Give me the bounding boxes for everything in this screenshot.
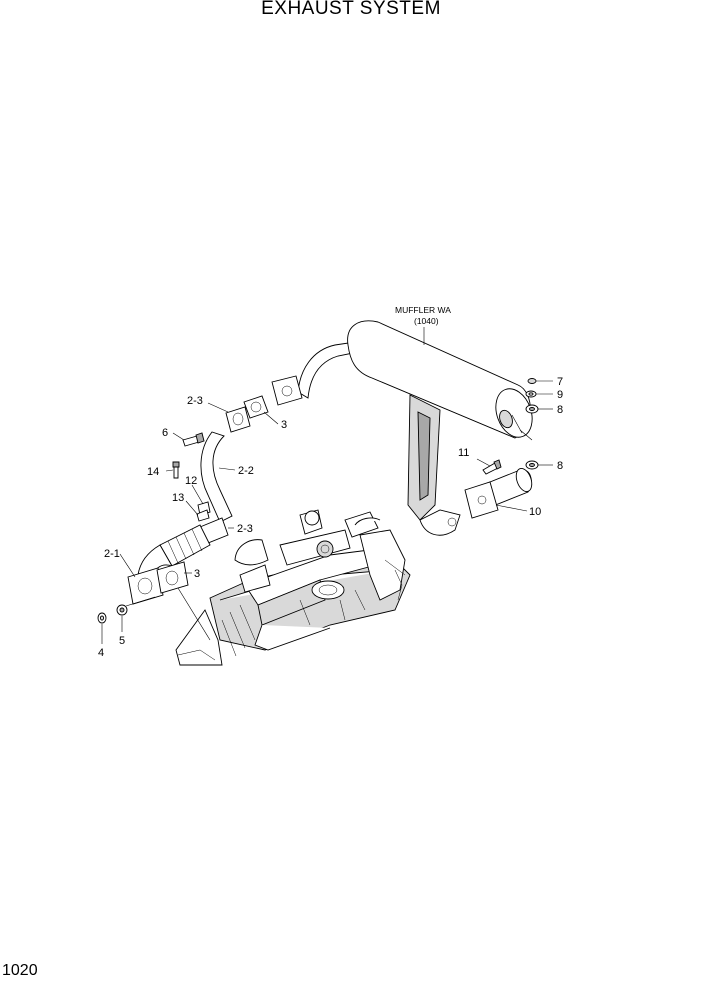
callout-2-2: 2-2 [238,465,254,477]
page-number: 1020 [2,962,38,979]
callout-2-3-lower: 2-3 [237,523,253,535]
leader-lines [101,327,553,644]
muffler-assembly [271,320,533,536]
callout-3-upper: 3 [281,419,287,431]
callout-4: 4 [98,647,104,659]
callout-2-1: 2-1 [104,548,120,560]
muffler-caption-name: MUFFLER WA [395,305,451,315]
hardware-left [97,432,211,624]
hardware-right [482,378,539,475]
callout-13: 13 [172,492,184,504]
muffler-caption-number: (1040) [414,316,439,326]
callout-14: 14 [147,466,159,478]
callout-11: 11 [458,447,469,459]
page-title: EXHAUST SYSTEM [261,0,441,19]
callout-7: 7 [557,376,563,388]
callout-9: 9 [557,389,563,401]
callout-3-lower: 3 [194,568,200,580]
callout-12: 12 [185,475,197,487]
callout-labels: MUFFLER WA (1040) 7 9 8 8 11 10 2-3 3 6 … [98,305,563,659]
callout-5: 5 [119,635,125,647]
callout-8-upper: 8 [557,404,563,416]
callout-8-lower: 8 [557,460,563,472]
callout-10: 10 [529,506,541,518]
engine-block [175,509,411,666]
exhaust-pipes [127,395,269,605]
callout-6: 6 [162,427,168,439]
callout-2-3-upper: 2-3 [187,395,203,407]
part-10-tailpipe [464,468,533,519]
